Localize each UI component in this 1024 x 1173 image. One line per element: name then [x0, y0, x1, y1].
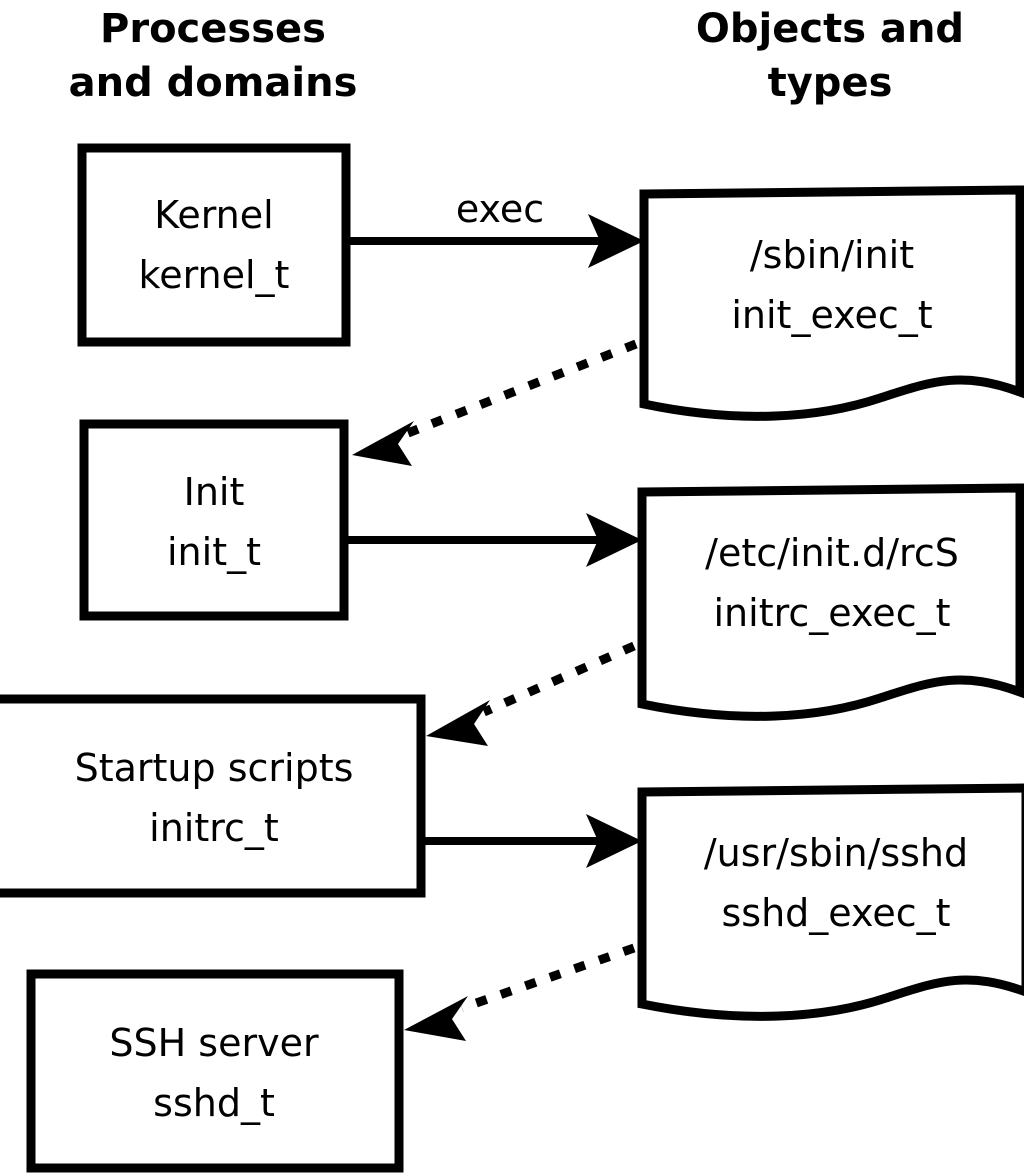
node-sshd_exec-document-shape[interactable] — [637, 783, 1024, 1021]
node-initrc[interactable]: Startup scripts initrc_t — [0, 694, 426, 898]
edge-line — [482, 641, 636, 717]
node-initrc_exec-document-shape[interactable] — [637, 483, 1024, 721]
node-init-name: Init — [184, 470, 245, 514]
objects-header-line1: Objects and — [696, 6, 964, 52]
edge-init_exec-transition-init — [352, 339, 638, 466]
node-init[interactable]: Init init_t — [79, 419, 349, 621]
column-header-objects: Objects and types — [696, 6, 964, 106]
node-init_exec-type: init_exec_t — [731, 293, 932, 337]
node-init-box[interactable] — [79, 419, 349, 621]
processes-header-line2: and domains — [69, 60, 358, 106]
node-initrc-type: initrc_t — [149, 806, 279, 850]
edge-initrc-exec-sshd_exec — [425, 814, 642, 868]
edge-initrc_exec-transition-initrc — [426, 641, 636, 746]
node-init-type: init_t — [167, 530, 261, 574]
node-init_exec[interactable]: /sbin/init init_exec_t — [639, 185, 1024, 421]
node-sshd-name: SSH server — [109, 1021, 319, 1065]
node-sshd-type: sshd_t — [153, 1081, 275, 1125]
node-init_exec-path: /sbin/init — [750, 233, 914, 277]
node-sshd[interactable]: SSH server sshd_t — [26, 969, 404, 1173]
arrow-head-right — [588, 214, 644, 268]
node-sshd-box[interactable] — [26, 969, 404, 1173]
node-kernel[interactable]: Kernel kernel_t — [77, 143, 351, 347]
column-header-processes: Processes and domains — [69, 6, 358, 106]
arrow-head-left — [426, 700, 490, 746]
arrow-head-left — [352, 421, 414, 466]
node-sshd_exec-path: /usr/sbin/sshd — [704, 831, 968, 875]
node-init_exec-document-shape[interactable] — [639, 185, 1024, 421]
edge-label-exec: exec — [456, 187, 544, 231]
node-initrc_exec-path: /etc/init.d/rcS — [705, 531, 959, 575]
node-initrc-box[interactable] — [0, 694, 426, 898]
processes-header-line1: Processes — [100, 6, 326, 52]
arrow-head-left — [404, 996, 468, 1041]
edge-kernel-exec-init_exec: exec — [350, 187, 644, 268]
node-sshd_exec-type: sshd_exec_t — [721, 891, 950, 935]
node-initrc-name: Startup scripts — [75, 746, 354, 790]
edge-init-exec-initrc_exec — [348, 513, 642, 567]
arrow-head-right — [586, 814, 642, 868]
edge-line — [406, 339, 638, 438]
edge-line — [460, 943, 636, 1013]
node-kernel-name: Kernel — [154, 193, 273, 237]
node-sshd_exec[interactable]: /usr/sbin/sshd sshd_exec_t — [637, 783, 1024, 1021]
node-initrc_exec[interactable]: /etc/init.d/rcS initrc_exec_t — [637, 483, 1024, 721]
edge-sshd_exec-transition-sshd — [404, 943, 636, 1041]
node-initrc_exec-type: initrc_exec_t — [714, 591, 951, 635]
objects-header-line2: types — [768, 60, 893, 106]
node-kernel-type: kernel_t — [139, 253, 290, 297]
arrow-head-right — [586, 513, 642, 567]
node-kernel-box[interactable] — [77, 143, 351, 347]
